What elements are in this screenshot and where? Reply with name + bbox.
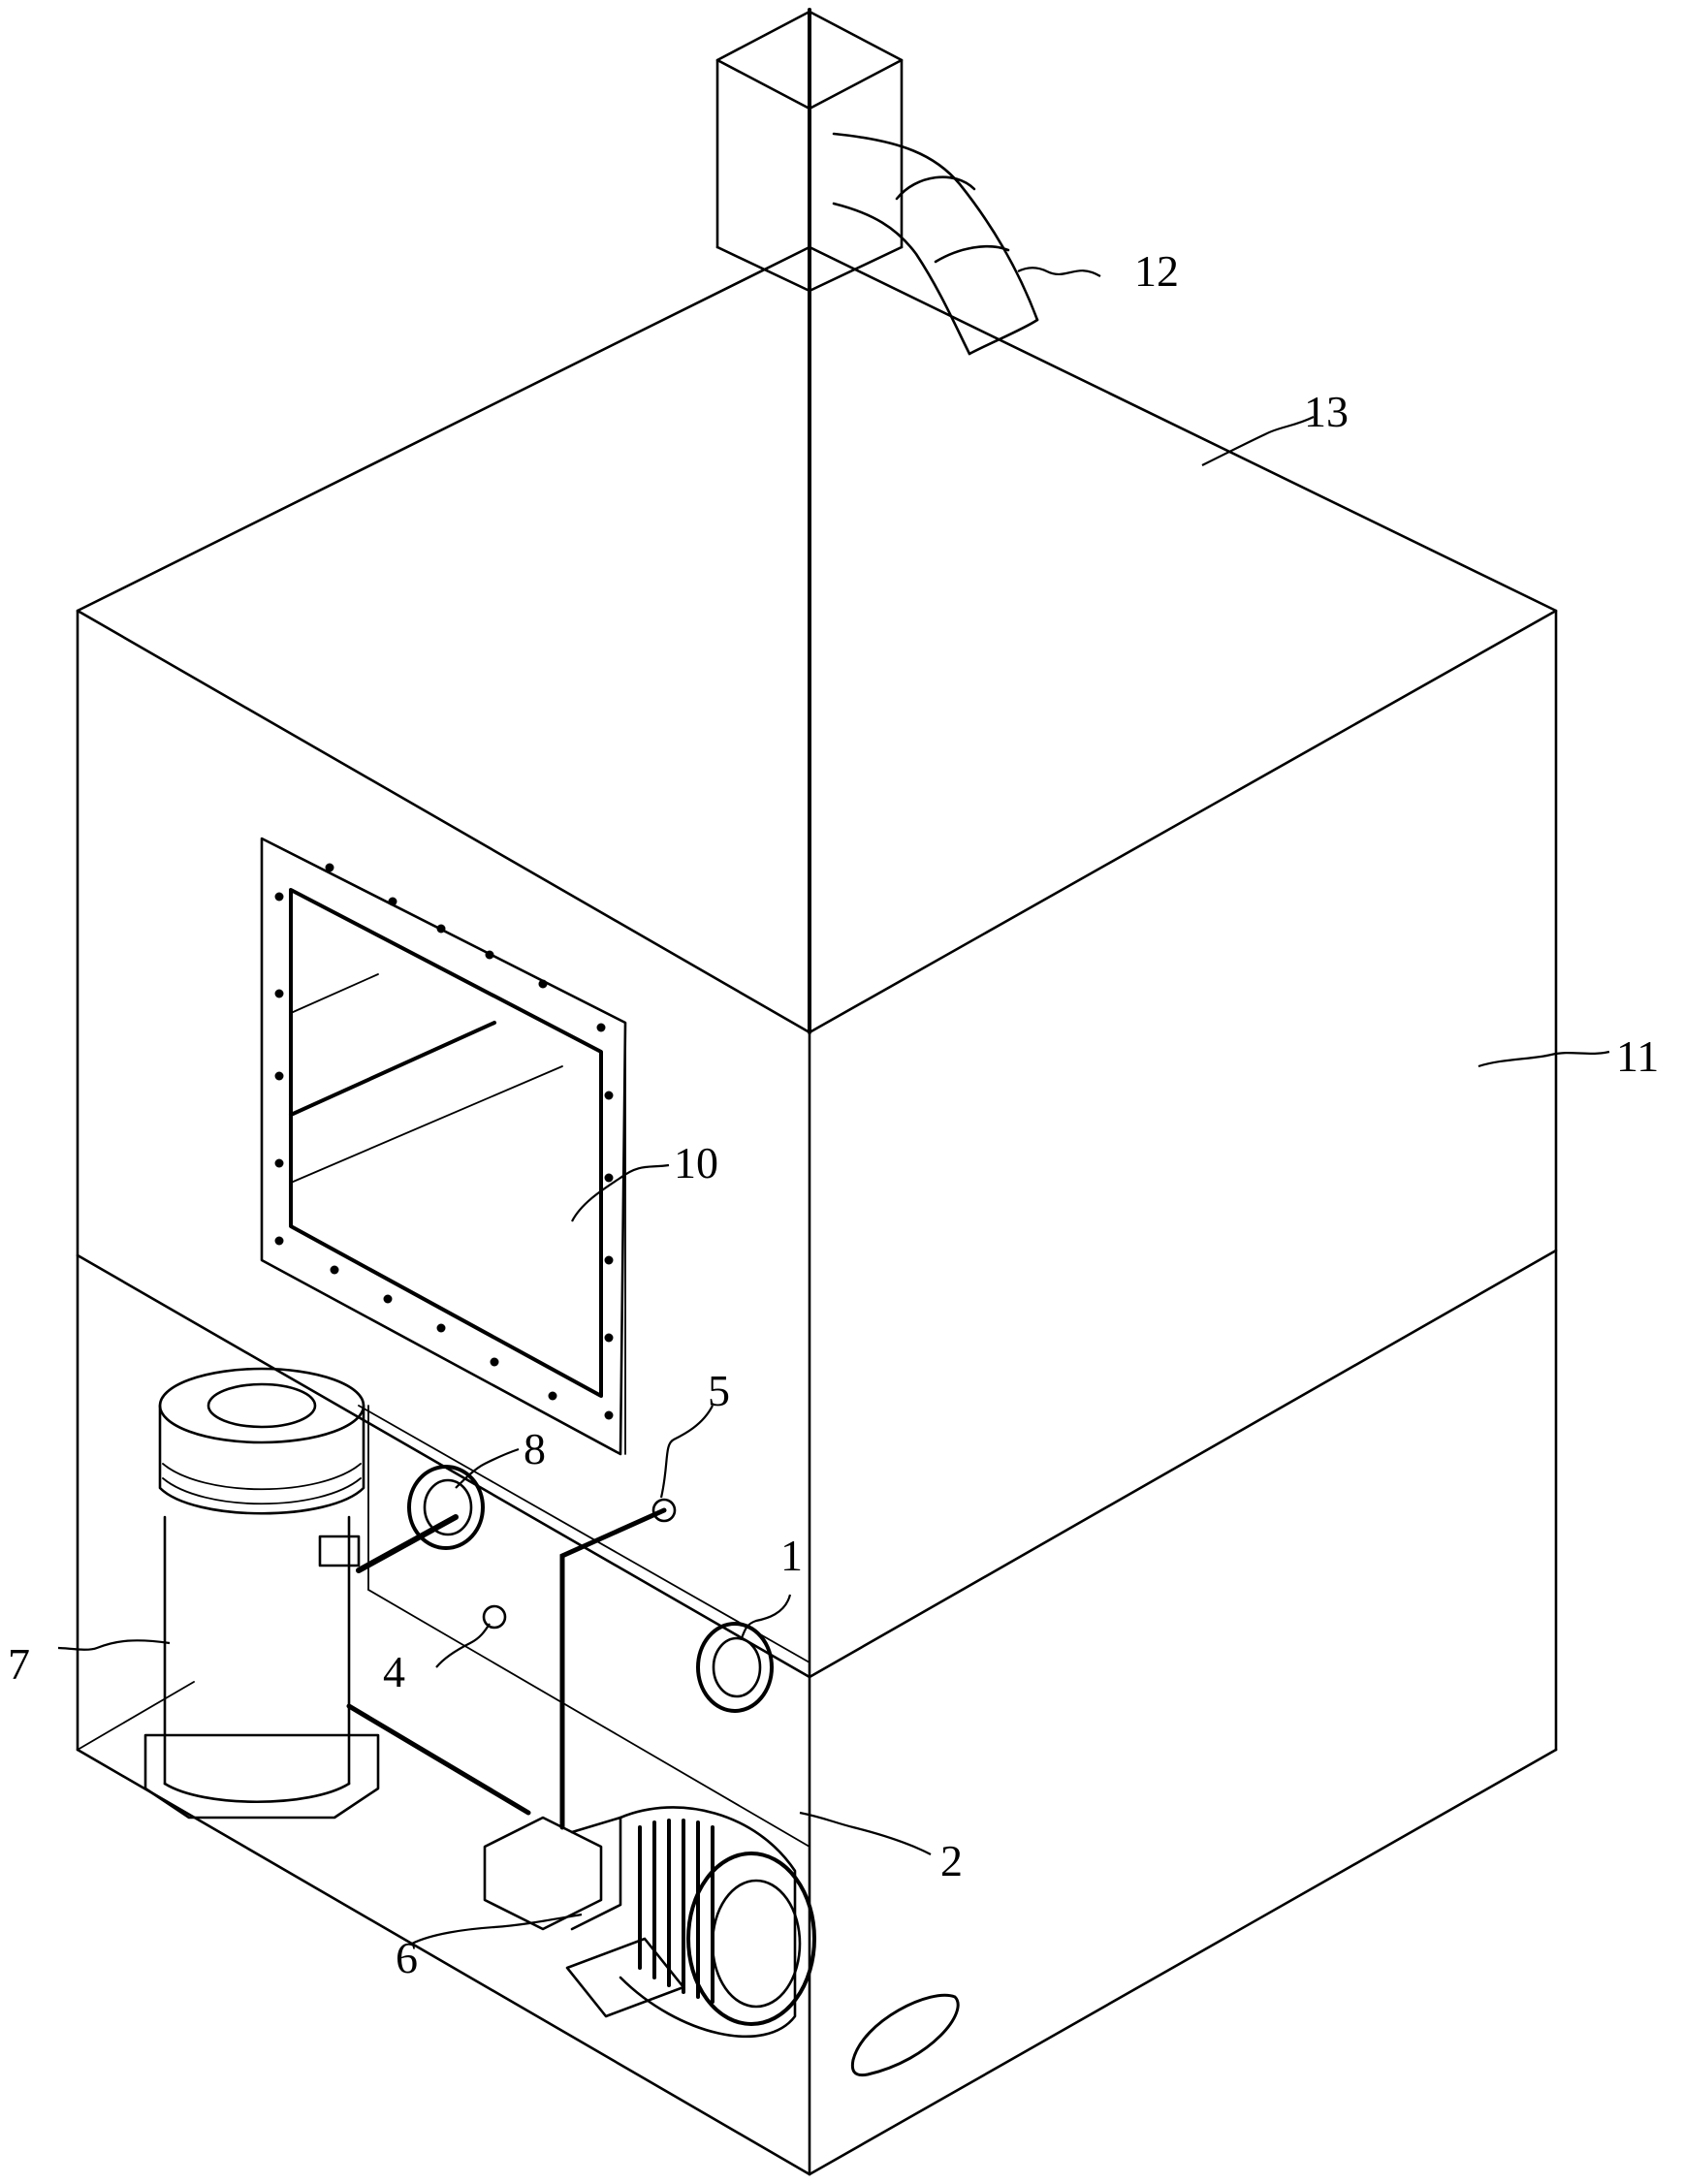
motor-fins (638, 1819, 714, 2004)
leader-6 (411, 1913, 583, 1945)
leader-7 (57, 1639, 171, 1651)
port-1-inner (712, 1636, 762, 1698)
leader-2 (799, 1811, 932, 1855)
pump-coupling (570, 1816, 622, 1931)
bottom-left-edge (76, 1748, 811, 2176)
tank-bottom (163, 1782, 351, 1803)
window-shelf-2 (289, 1021, 496, 1117)
label-5: 5 (708, 1366, 730, 1415)
tank-outlet (318, 1535, 361, 1567)
pipe-fitting-5-to-motor (559, 1507, 667, 1830)
leader-10 (571, 1163, 670, 1222)
lower-floor-edge (77, 1681, 195, 1751)
pipe-lower-edge (832, 202, 971, 356)
top-panel (76, 245, 1558, 1034)
observation-window (260, 837, 627, 1456)
hose-tank-to-pump (346, 1703, 531, 1816)
stack-base-left (715, 245, 811, 293)
pipe-joint-2 (934, 244, 1010, 264)
window-shelf-3 (290, 1065, 563, 1184)
tank-cap-ring-2 (162, 1477, 362, 1505)
bottom-right-edge (808, 1748, 1558, 2176)
label-7: 7 (8, 1639, 30, 1689)
window-shelf-1 (290, 973, 379, 1014)
leader-4 (435, 1623, 491, 1668)
window-flange-outer (260, 837, 627, 1456)
drain-slot-outline (850, 1993, 960, 2077)
label-11: 11 (1616, 1031, 1659, 1081)
reference-labels: 12 13 11 10 8 5 1 7 4 2 6 (8, 246, 1659, 1982)
exhaust-pipe (832, 132, 1039, 356)
port-1 (696, 1622, 774, 1713)
motor-foot (565, 1937, 685, 2018)
pipe-mouth (968, 318, 1039, 356)
port-8 (407, 1465, 485, 1550)
leader-13 (1201, 416, 1315, 466)
port-8-outer (407, 1465, 485, 1550)
leader-12 (1017, 267, 1101, 277)
right-seam (808, 1249, 1558, 1679)
leader-lines (57, 267, 1610, 1945)
fitting-5 (651, 1498, 677, 1523)
tank-cap-ring-1 (162, 1463, 362, 1491)
pump-head (483, 1816, 603, 1931)
label-1: 1 (780, 1531, 803, 1580)
tank-base-plate (143, 1733, 380, 1820)
label-8: 8 (524, 1424, 546, 1473)
tank-cap-center (206, 1382, 317, 1429)
stack-base-right (808, 245, 904, 293)
window-opening (289, 888, 603, 1398)
leader-1 (740, 1594, 792, 1639)
label-4: 4 (383, 1647, 405, 1696)
label-12: 12 (1134, 246, 1179, 296)
tank-cap-top (158, 1367, 365, 1444)
label-10: 10 (674, 1138, 718, 1187)
window-bolts (274, 863, 614, 1420)
pump-motor (483, 1806, 816, 2039)
drain-slot (850, 1993, 960, 2077)
label-2: 2 (940, 1836, 963, 1885)
cabinet-body (76, 8, 1558, 2176)
motor-end-inner (711, 1879, 802, 2009)
leader-8 (455, 1447, 520, 1489)
leader-11 (1477, 1050, 1610, 1068)
pipe-upper-edge (832, 132, 1039, 322)
port-1-outer (696, 1622, 774, 1713)
exhaust-stack (715, 10, 904, 293)
pipe-tank-to-port-8 (356, 1514, 459, 1573)
motor-body (619, 1806, 797, 2039)
pipe-joint-1 (895, 175, 976, 201)
fitting-4 (482, 1604, 507, 1630)
lower-compartment-top (358, 1405, 810, 1663)
leader-5 (659, 1405, 714, 1499)
port-8-inner (423, 1478, 473, 1536)
label-6: 6 (396, 1933, 418, 1982)
label-13: 13 (1304, 387, 1349, 436)
filter-tank (143, 1367, 380, 1820)
tank-cap-rim (158, 1404, 365, 1515)
motor-end-outer (686, 1852, 816, 2026)
lower-compartment-back (367, 1589, 810, 1848)
